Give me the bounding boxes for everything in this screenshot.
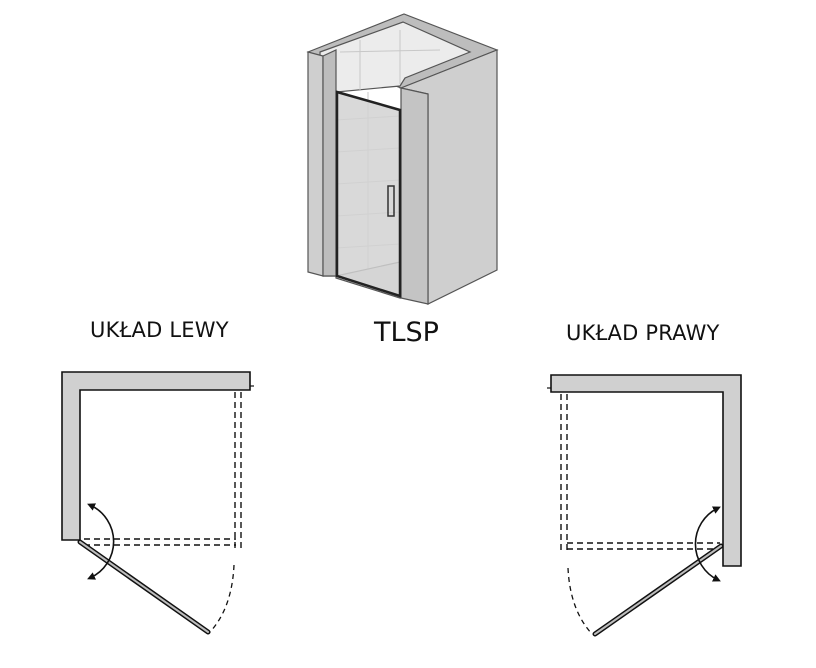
left-door-swing-arc: [209, 564, 235, 633]
shower-enclosure-3d-illustration: [306, 13, 499, 305]
door-handle: [387, 185, 395, 217]
left-wall-front: [307, 51, 324, 277]
right-door-swing-arc: [567, 567, 593, 635]
right-plan-wall: [550, 374, 742, 567]
right-wall-edge: [400, 87, 429, 305]
left-wall-side: [322, 49, 337, 277]
left-plan-wall: [61, 371, 251, 541]
left-rotation-arrow: [87, 503, 115, 580]
right-layout-label: UKŁAD PRAWY: [566, 321, 720, 345]
right-layout-plan: [547, 374, 742, 637]
right-rotation-arrow: [694, 506, 721, 582]
glass-door: [335, 90, 402, 298]
model-name-label: TLSP: [374, 317, 439, 348]
left-layout-plan: [61, 371, 254, 635]
left-layout-label: UKŁAD LEWY: [90, 318, 229, 342]
